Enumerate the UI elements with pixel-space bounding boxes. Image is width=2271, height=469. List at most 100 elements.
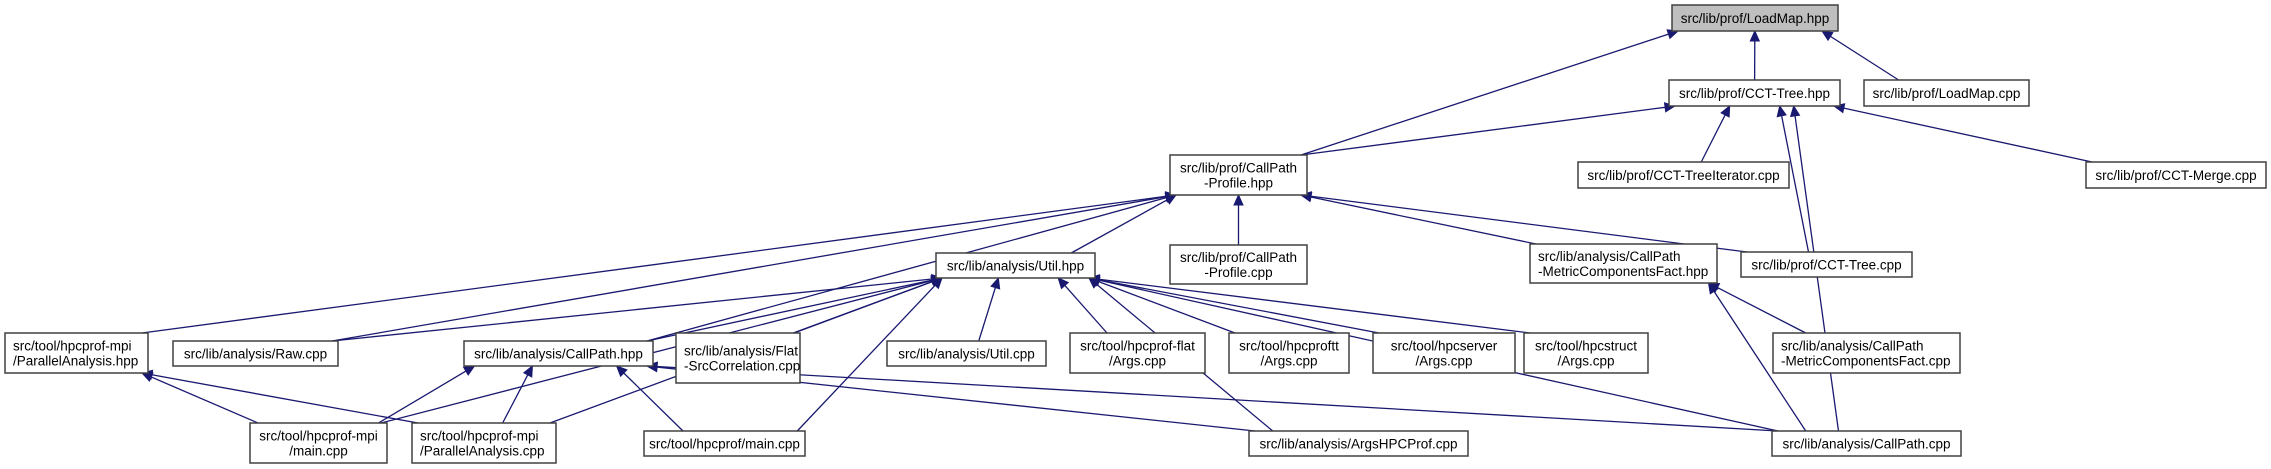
graph-node-hpcstruct-args[interactable]: src/tool/hpcstruct/Args.cpp xyxy=(1523,332,1649,374)
node-label: src/tool/hpcstruct xyxy=(1535,339,1637,354)
dependency-edge xyxy=(978,276,1001,342)
node-box[interactable] xyxy=(463,340,654,367)
graph-node-cct-treeiterator-cpp[interactable]: src/lib/prof/CCT-TreeIterator.cpp xyxy=(1577,161,1790,189)
dependency-edge xyxy=(646,275,944,342)
edge-line xyxy=(1310,196,1537,245)
edge-line xyxy=(1300,106,1666,156)
node-label: src/tool/hpcprof-mpi xyxy=(420,429,539,444)
node-box[interactable] xyxy=(2085,161,2267,189)
node-label: src/lib/analysis/CallPath xyxy=(1538,249,1681,264)
graph-node-loadmap-hpp[interactable]: src/lib/prof/LoadMap.hpp xyxy=(1671,4,1839,32)
arrowhead-icon xyxy=(1707,281,1719,295)
node-box[interactable] xyxy=(1169,244,1308,285)
edge-line xyxy=(378,370,467,424)
dependency-edge xyxy=(646,192,1178,342)
dependency-edge xyxy=(1820,30,1899,81)
node-label: src/lib/analysis/Util.hpp xyxy=(947,259,1084,274)
node-label: src/tool/hpcprof/main.cpp xyxy=(649,437,800,452)
node-box[interactable] xyxy=(886,340,1047,367)
graph-node-util-hpp[interactable]: src/lib/analysis/Util.hpp xyxy=(935,252,1096,279)
node-box[interactable] xyxy=(1668,79,1841,107)
dependency-edge xyxy=(1233,193,1244,245)
graph-node-callpath-profile-cpp[interactable]: src/lib/prof/CallPath-Profile.cpp xyxy=(1169,244,1308,285)
edge-line xyxy=(656,365,1779,432)
dependency-edge xyxy=(1299,191,1537,245)
edge-line xyxy=(1098,279,1380,334)
graph-node-flat-srccorr-cpp[interactable]: src/lib/analysis/Flat-SrcCorrelation.cpp xyxy=(675,332,801,384)
graph-node-cct-tree-hpp[interactable]: src/lib/prof/CCT-Tree.hpp xyxy=(1668,79,1841,107)
edge-line xyxy=(646,279,933,342)
node-box[interactable] xyxy=(1740,251,1913,278)
dependency-edge xyxy=(378,365,476,424)
node-box[interactable] xyxy=(1372,332,1516,374)
node-box[interactable] xyxy=(411,422,557,464)
edge-line xyxy=(1830,35,1899,81)
graph-node-raw-cpp[interactable]: src/lib/analysis/Raw.cpp xyxy=(172,340,339,367)
dependency-edge xyxy=(1707,282,1807,334)
node-box[interactable] xyxy=(1228,332,1350,374)
node-box[interactable] xyxy=(249,422,388,464)
node-box[interactable] xyxy=(1523,332,1649,374)
dependency-edge xyxy=(615,365,684,432)
edge-line xyxy=(502,374,529,424)
node-box[interactable] xyxy=(643,430,806,457)
edge-line xyxy=(1780,115,1810,253)
graph-node-hpcprof-main-cpp[interactable]: src/tool/hpcprof/main.cpp xyxy=(643,430,806,457)
node-label: src/lib/prof/CCT-TreeIterator.cpp xyxy=(1587,168,1779,183)
edge-line xyxy=(1310,195,1748,253)
graph-node-loadmap-cpp[interactable]: src/lib/prof/LoadMap.cpp xyxy=(1863,79,2030,107)
node-label: /Args.cpp xyxy=(1557,354,1614,369)
graph-node-mpi-main-cpp[interactable]: src/tool/hpcprof-mpi/main.cpp xyxy=(249,422,388,464)
graph-node-mcf-cpp[interactable]: src/lib/analysis/CallPath-MetricComponen… xyxy=(1772,332,1961,374)
node-label: src/tool/hpcprof-flat xyxy=(1080,339,1195,354)
dependency-edge xyxy=(1299,191,1748,253)
graph-node-util-cpp[interactable]: src/lib/analysis/Util.cpp xyxy=(886,340,1047,367)
node-label: src/tool/hpcserver xyxy=(1391,339,1498,354)
dependency-edge xyxy=(1776,104,1810,253)
graph-node-callpath-profile-hpp[interactable]: src/lib/prof/CallPath-Profile.hpp xyxy=(1169,154,1308,196)
graph-node-callpath-hpp[interactable]: src/lib/analysis/CallPath.hpp xyxy=(463,340,654,367)
dependency-edge xyxy=(140,372,259,424)
arrowhead-icon xyxy=(522,364,533,378)
edge-line xyxy=(1713,291,1807,432)
node-box[interactable] xyxy=(1772,332,1961,374)
graph-node-hpcproftt-args[interactable]: src/tool/hpcproftt/Args.cpp xyxy=(1228,332,1350,374)
graph-node-cct-merge-cpp[interactable]: src/lib/prof/CCT-Merge.cpp xyxy=(2085,161,2267,189)
node-box[interactable] xyxy=(1248,430,1469,457)
arrowhead-icon xyxy=(462,365,476,376)
node-box[interactable] xyxy=(935,252,1096,279)
graph-node-parallel-analysis-hpp[interactable]: src/tool/hpcprof-mpi/ParallelAnalysis.hp… xyxy=(4,332,149,374)
node-box[interactable] xyxy=(1529,243,1718,284)
node-box[interactable] xyxy=(172,340,339,367)
node-box[interactable] xyxy=(1169,154,1308,196)
dependency-edge xyxy=(1707,281,1807,432)
node-label: src/lib/prof/CCT-Tree.cpp xyxy=(1751,258,1901,273)
nodes-layer: src/lib/prof/LoadMap.hpp src/lib/prof/CCT… xyxy=(4,4,2267,464)
graph-node-argshpcprof-cpp[interactable]: src/lib/analysis/ArgsHPCProf.cpp xyxy=(1248,430,1469,457)
node-label: src/lib/prof/CallPath xyxy=(1180,161,1297,176)
edge-line xyxy=(331,278,933,342)
edge-line xyxy=(1700,114,1726,163)
node-box[interactable] xyxy=(1577,161,1790,189)
node-box[interactable] xyxy=(675,332,801,384)
edge-line xyxy=(380,279,933,424)
arrowhead-icon xyxy=(1776,104,1787,118)
graph-node-cct-tree-cpp[interactable]: src/lib/prof/CCT-Tree.cpp xyxy=(1740,251,1913,278)
node-box[interactable] xyxy=(1863,79,2030,107)
graph-node-hpcserver-args[interactable]: src/tool/hpcserver/Args.cpp xyxy=(1372,332,1516,374)
node-box[interactable] xyxy=(4,332,149,374)
graph-node-mcf-hpp[interactable]: src/lib/analysis/CallPath-MetricComponen… xyxy=(1529,243,1718,284)
graph-node-callpath-cpp[interactable]: src/lib/analysis/CallPath.cpp xyxy=(1771,430,1962,457)
node-label: src/lib/analysis/CallPath xyxy=(1781,339,1924,354)
arrowhead-icon xyxy=(990,276,1001,290)
node-label: -MetricComponentsFact.cpp xyxy=(1781,354,1951,369)
node-label: src/lib/prof/LoadMap.hpp xyxy=(1681,11,1830,26)
node-box[interactable] xyxy=(1671,4,1839,32)
graph-node-hpcprof-flat-args[interactable]: src/tool/hpcprof-flat/Args.cpp xyxy=(1069,332,1206,374)
edge-line xyxy=(796,284,936,432)
node-box[interactable] xyxy=(1069,332,1206,374)
dependency-edge xyxy=(140,369,419,424)
node-label: /main.cpp xyxy=(289,444,348,459)
graph-node-parallel-analysis-cpp[interactable]: src/tool/hpcprof-mpi/ParallelAnalysis.cp… xyxy=(411,422,557,464)
node-box[interactable] xyxy=(1771,430,1962,457)
